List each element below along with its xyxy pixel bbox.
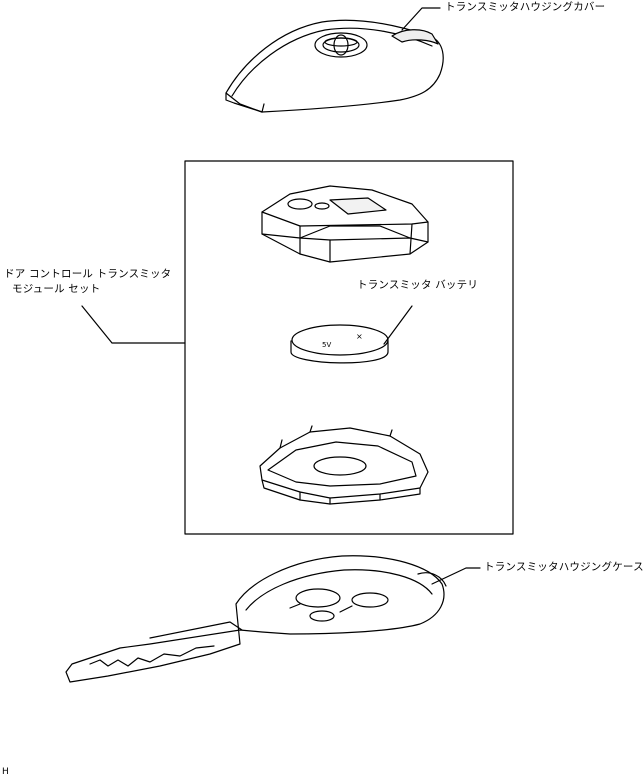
housing-case-label: トランスミッタハウジングケース	[484, 561, 644, 574]
leader-line-module-set	[82, 306, 185, 343]
transmitter-module-drawing	[262, 186, 428, 262]
figure-code: H	[2, 766, 9, 779]
housing-cover-label: トランスミッタハウジングカバー	[445, 1, 605, 14]
housing-cover-drawing	[226, 20, 443, 112]
module-set-label-line1: ドア コントロール トランスミッタ	[4, 268, 171, 281]
leader-line-cover	[402, 8, 440, 30]
svg-text:×: ×	[356, 332, 363, 341]
leader-line-battery	[384, 306, 412, 344]
module-set-label-line2: モジュール セット	[12, 283, 100, 296]
svg-text:5V: 5V	[322, 341, 331, 349]
battery-drawing: 5V ×	[291, 325, 388, 363]
housing-case-drawing	[66, 556, 446, 682]
battery-label: トランスミッタ バッテリ	[357, 279, 478, 292]
transmitter-base-drawing	[260, 426, 428, 504]
